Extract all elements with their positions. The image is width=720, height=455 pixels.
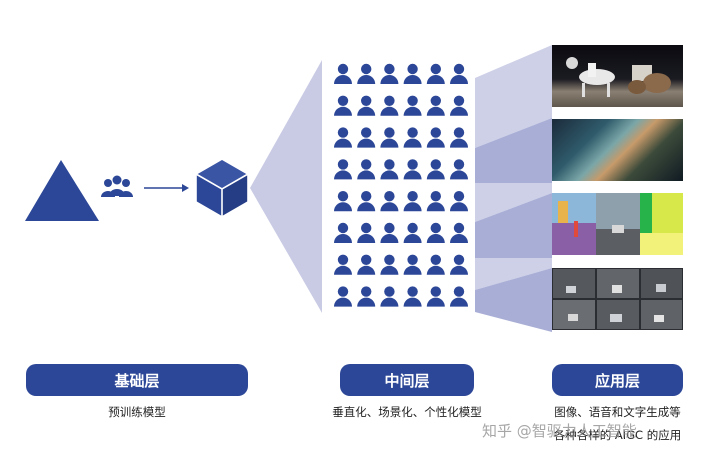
- person-icon: [334, 63, 352, 84]
- person-icon: [403, 254, 422, 275]
- person-icon: [450, 127, 468, 148]
- fan-base-to-middle: [250, 60, 322, 313]
- person-icon: [426, 254, 445, 275]
- person-icon: [426, 95, 445, 116]
- person-icon: [450, 63, 468, 84]
- people-group-icon: [101, 175, 133, 197]
- person-icon: [426, 63, 445, 84]
- person-icon: [450, 254, 468, 275]
- app-layer-label: 应用层: [552, 364, 683, 396]
- person-icon: [403, 63, 422, 84]
- astronaut-horse-image: [552, 45, 683, 107]
- arrow-icon: [144, 184, 189, 192]
- abstract-art-image: [552, 119, 683, 181]
- traffic-camera-grid-image: [552, 268, 683, 330]
- person-icon: [334, 191, 352, 212]
- person-icon: [380, 286, 399, 307]
- person-icon: [334, 254, 352, 275]
- person-icon: [403, 191, 422, 212]
- person-icon: [403, 222, 422, 243]
- base-layer-caption: 预训练模型: [108, 405, 166, 419]
- person-icon: [357, 159, 376, 180]
- person-icon: [357, 286, 376, 307]
- person-icon: [334, 222, 352, 243]
- person-icon: [380, 95, 399, 116]
- triangle-shape: [25, 160, 99, 221]
- person-icon: [380, 63, 399, 84]
- app-layer-caption-line1: 图像、语音和文字生成等: [554, 405, 681, 419]
- person-icon: [357, 254, 376, 275]
- person-icon: [426, 222, 445, 243]
- person-icon: [403, 159, 422, 180]
- person-icon: [426, 159, 445, 180]
- person-icon: [403, 286, 422, 307]
- app-layer-caption-line2: 各种各样的 AIGC 的应用: [553, 428, 682, 442]
- person-icon: [334, 286, 352, 307]
- person-icon: [357, 222, 376, 243]
- person-icon: [357, 95, 376, 116]
- people-grid: [334, 63, 468, 307]
- person-icon: [334, 95, 352, 116]
- middle-layer-caption: 垂直化、场景化、个性化模型: [332, 405, 482, 419]
- person-icon: [380, 254, 399, 275]
- person-icon: [380, 222, 399, 243]
- person-icon: [334, 159, 352, 180]
- person-icon: [357, 127, 376, 148]
- person-icon: [403, 95, 422, 116]
- person-icon: [380, 191, 399, 212]
- cube-icon: [195, 158, 249, 218]
- person-icon: [450, 191, 468, 212]
- watermark: 知乎 @智驱力人工智能: [482, 422, 637, 440]
- driving-segmentation-image: [552, 193, 683, 255]
- person-icon: [426, 191, 445, 212]
- person-icon: [357, 191, 376, 212]
- person-icon: [450, 286, 468, 307]
- middle-layer-label: 中间层: [340, 364, 474, 396]
- fan-middle-to-apps: [475, 45, 552, 332]
- person-icon: [380, 127, 399, 148]
- person-icon: [450, 222, 468, 243]
- person-icon: [357, 63, 376, 84]
- person-icon: [450, 159, 468, 180]
- person-icon: [426, 127, 445, 148]
- person-icon: [380, 159, 399, 180]
- person-icon: [334, 127, 352, 148]
- person-icon: [450, 95, 468, 116]
- base-layer-label: 基础层: [26, 364, 248, 396]
- person-icon: [403, 127, 422, 148]
- person-icon: [426, 286, 445, 307]
